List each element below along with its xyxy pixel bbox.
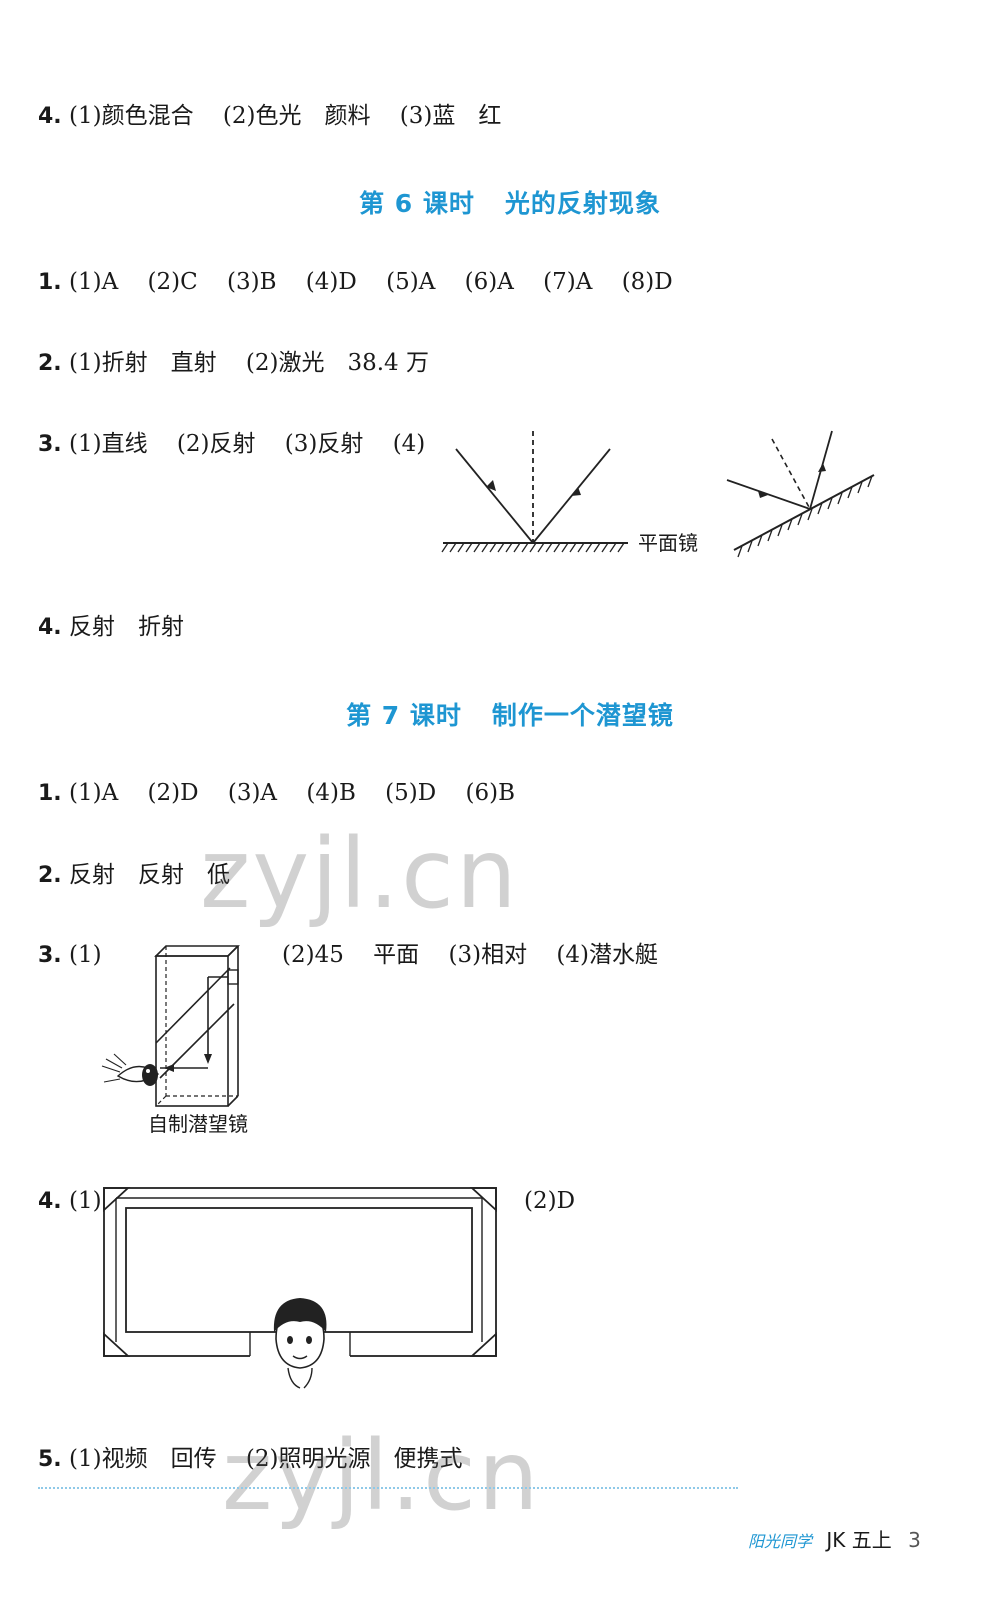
- answer-line-l7-q3-right: (2)45 平面 (3)相对 (4)潜水艇: [282, 940, 658, 970]
- answer-line-l7-q2: 2. 反射 反射 低: [38, 860, 230, 891]
- question-number: 4.: [38, 104, 62, 129]
- lesson-number: 第 6 课时: [359, 189, 475, 218]
- answer-line-l5-q4: 4. (1)颜色混合 (2)色光 颜料 (3)蓝 红: [38, 101, 501, 132]
- answer-part: (3)A: [227, 780, 278, 806]
- answer-part: (4)D: [305, 269, 357, 295]
- question-number: 2.: [38, 863, 62, 888]
- boy-face-icon: [273, 1298, 327, 1389]
- answer-part: (3)B: [227, 269, 277, 295]
- periscope-label: 自制潜望镜: [148, 1112, 248, 1136]
- answer-part: (1): [68, 1188, 102, 1214]
- reflection-diagram-tilted-mirror: [726, 430, 875, 558]
- answer-part: (2)D: [147, 780, 199, 806]
- answer-line-l6-q2: 2. (1)折射 直射 (2)激光 38.4 万: [38, 348, 429, 379]
- answer-part: (6)B: [465, 780, 515, 806]
- answer-part: (7)A: [543, 269, 593, 295]
- periscope-diagram: [101, 945, 240, 1107]
- lesson-7-heading: 第 7 课时制作一个潜望镜: [0, 696, 1000, 732]
- question-number: 3.: [38, 432, 62, 457]
- answer-part: 反射 折射: [68, 614, 184, 640]
- answer-part: (4)潜水艇: [556, 942, 658, 968]
- answer-part: (3)反射: [284, 431, 364, 457]
- lesson-6-heading: 第 6 课时光的反射现象: [0, 184, 1000, 220]
- answer-line-l7-q3: 3. (1): [38, 940, 102, 971]
- answer-line-l6-q3: 3. (1)直线 (2)反射 (3)反射 (4): [38, 429, 425, 460]
- answer-part: (8)D: [621, 269, 673, 295]
- answer-part: (2)照明光源 便携式: [245, 1446, 463, 1472]
- question-number: 3.: [38, 943, 62, 968]
- answer-part: (2)D: [524, 1188, 576, 1214]
- answer-line-l7-q4: 4. (1): [38, 1186, 102, 1217]
- question-number: 4.: [38, 615, 62, 640]
- lesson-number: 第 7 课时: [346, 701, 462, 730]
- watermark: zyjl.cn: [222, 1420, 541, 1532]
- answer-part: (2)45: [282, 942, 344, 968]
- mirror-frame-diagram: [103, 1187, 497, 1389]
- answer-line-l6-q4: 4. 反射 折射: [38, 612, 184, 643]
- answer-part: (1)直线: [68, 431, 148, 457]
- question-number: 1.: [38, 270, 62, 295]
- answer-line-l6-q1: 1. (1)A (2)C (3)B (4)D (5)A (6)A (7)A (8…: [38, 267, 673, 298]
- question-number: 1.: [38, 781, 62, 806]
- page-footer: 阳光同学 JK 五上 3: [748, 1524, 921, 1553]
- brand-logo: 阳光同学: [748, 1532, 813, 1551]
- answer-part: (1)A: [68, 780, 119, 806]
- answer-part: 反射 反射 低: [68, 862, 230, 888]
- footer-divider: [38, 1487, 738, 1489]
- question-number: 2.: [38, 351, 62, 376]
- answer-part: (5)D: [385, 780, 437, 806]
- answer-part: (2)激光 38.4 万: [245, 350, 429, 376]
- answer-part: (1)颜色混合: [68, 103, 194, 129]
- answer-part: (1): [68, 942, 102, 968]
- answer-part: (5)A: [386, 269, 436, 295]
- lesson-title: 光的反射现象: [504, 189, 661, 218]
- answer-line-l7-q4-right: (2)D: [524, 1186, 575, 1216]
- answer-part: (1)A: [68, 269, 119, 295]
- answer-part: (3)相对: [448, 942, 528, 968]
- lesson-title: 制作一个潜望镜: [491, 701, 674, 730]
- answer-part: (2)色光 颜料: [222, 103, 371, 129]
- answer-part: (4)B: [306, 780, 356, 806]
- answer-part: (1)视频 回传: [68, 1446, 217, 1472]
- book-info: JK 五上: [826, 1528, 892, 1552]
- watermark: zyjl.cn: [200, 818, 519, 930]
- answer-part: (3)蓝 红: [399, 103, 502, 129]
- page-number: 3: [908, 1528, 921, 1552]
- answer-line-l7-q5: 5. (1)视频 回传 (2)照明光源 便携式: [38, 1444, 462, 1475]
- answer-line-l7-q1: 1. (1)A (2)D (3)A (4)B (5)D (6)B: [38, 778, 515, 809]
- answer-part: (6)A: [464, 269, 514, 295]
- answer-part: (2)反射: [176, 431, 256, 457]
- plane-mirror-label: 平面镜: [638, 531, 698, 555]
- answer-part: (1)折射 直射: [68, 350, 217, 376]
- answer-part: (2)C: [147, 269, 198, 295]
- question-number: 4.: [38, 1189, 62, 1214]
- question-number: 5.: [38, 1447, 62, 1472]
- reflection-diagram-plane-mirror: [441, 431, 628, 553]
- answer-part: (4): [392, 431, 426, 457]
- answer-part: 平面: [373, 942, 420, 968]
